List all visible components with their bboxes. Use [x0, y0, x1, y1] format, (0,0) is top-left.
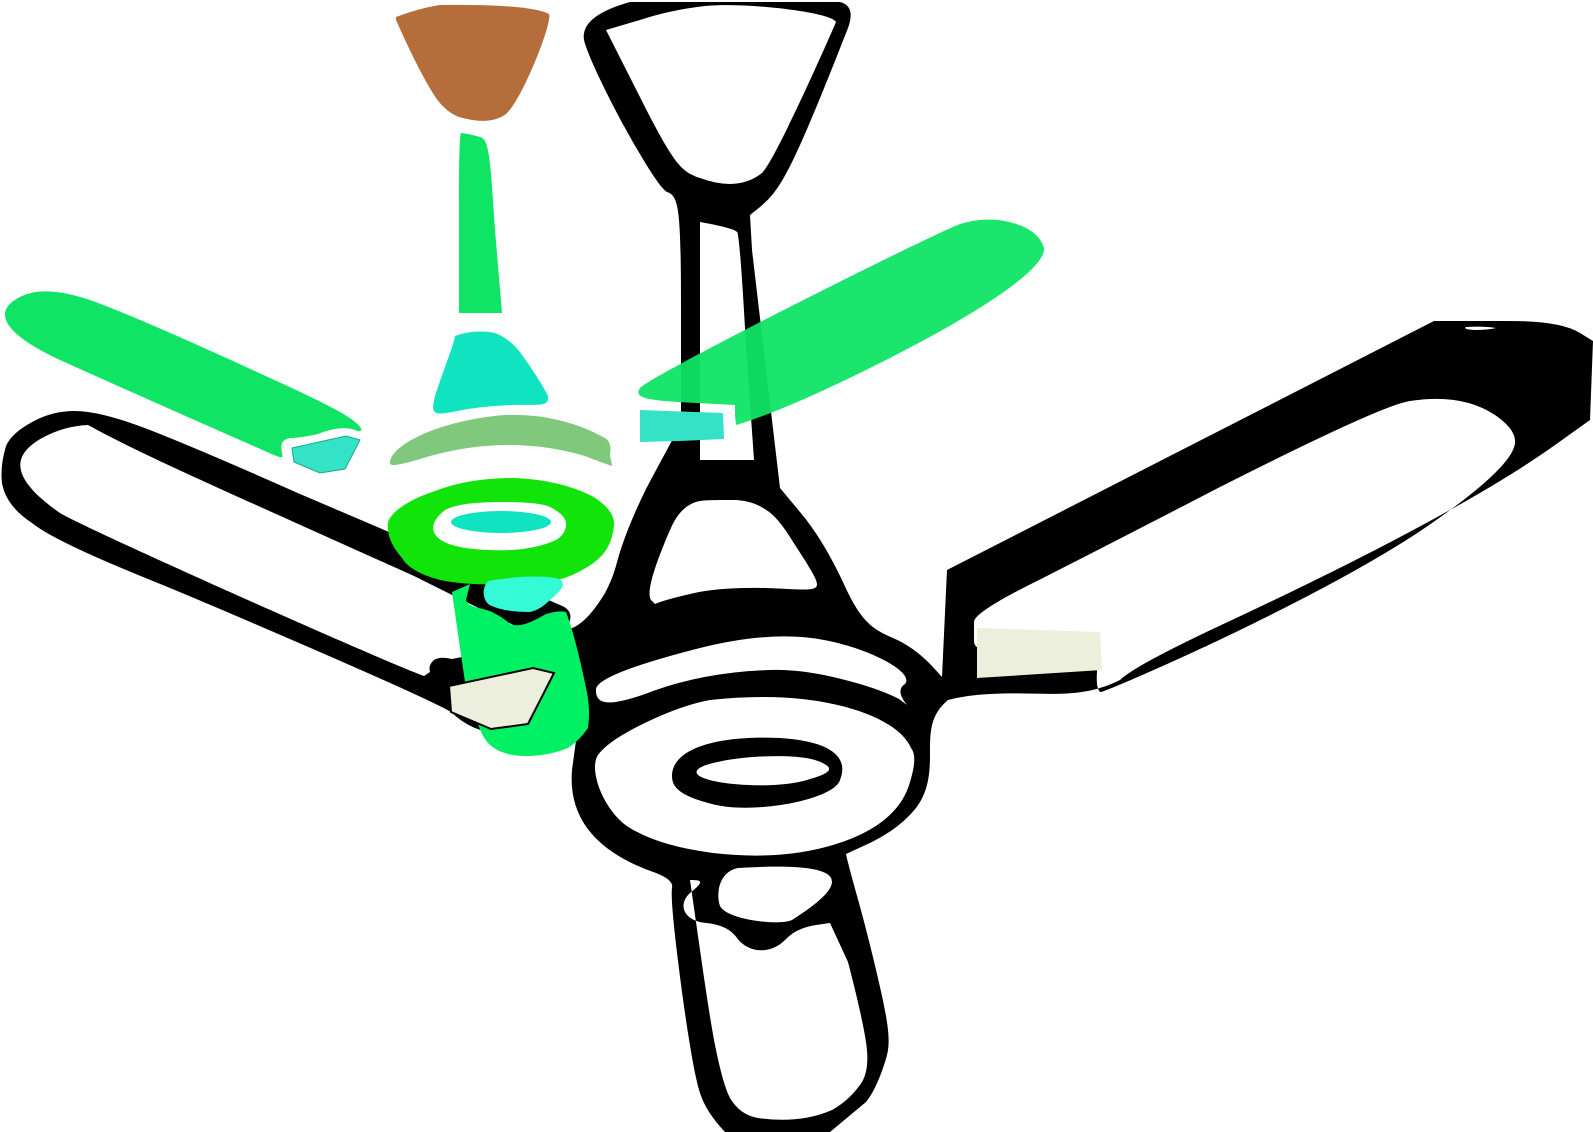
green-rod — [459, 133, 502, 313]
right-blade-bracket — [640, 410, 724, 442]
left-green-blade — [5, 291, 362, 458]
outline-small-slot — [1465, 326, 1496, 330]
switch-cup — [483, 576, 563, 612]
cyan-canopy — [433, 331, 549, 414]
pale-panel-left — [447, 666, 556, 731]
housing-center — [451, 511, 551, 533]
brown-cup — [396, 4, 550, 121]
green-housing — [387, 478, 615, 585]
right-green-blade — [638, 219, 1045, 425]
outline-lamp-ring — [672, 737, 843, 808]
light-ring — [390, 414, 612, 466]
colored-parts — [5, 4, 1102, 756]
left-blade-bracket — [291, 435, 361, 474]
pale-panel-right — [977, 628, 1102, 678]
